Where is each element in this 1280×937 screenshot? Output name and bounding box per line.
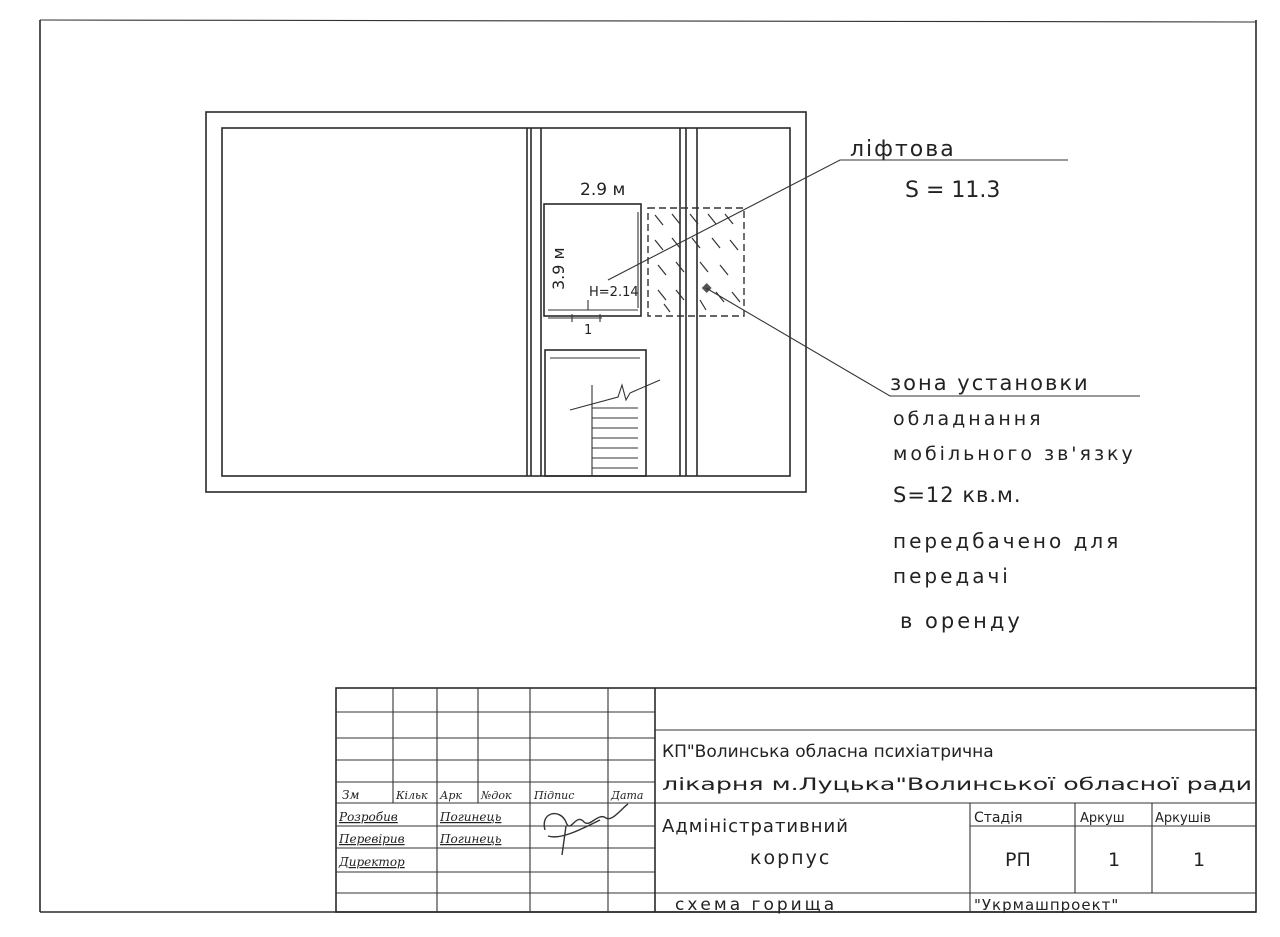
header-doc-number: №док bbox=[480, 789, 512, 802]
sheet-value: 1 bbox=[1108, 849, 1120, 871]
sheet-header: Аркуш bbox=[1080, 811, 1125, 826]
stage-header: Стадія bbox=[974, 810, 1023, 826]
signature-mark bbox=[543, 803, 629, 856]
header-change: Зм bbox=[342, 788, 359, 802]
object-line-2: корпус bbox=[750, 847, 831, 869]
elevator-shaft bbox=[543, 203, 642, 322]
zone-area: S=12 кв.м. bbox=[893, 483, 1022, 507]
role-developer: Розробив bbox=[338, 810, 398, 824]
organization-line-2: лікарня м.Луцька"Волинської обласної рад… bbox=[662, 775, 1252, 795]
zone-title: зона установки bbox=[890, 371, 1090, 395]
company-name: "Укрмашпроект" bbox=[974, 896, 1119, 914]
header-signature: Підпис bbox=[533, 789, 574, 802]
header-date: Дата bbox=[610, 789, 644, 802]
sheets-value: 1 bbox=[1193, 849, 1205, 871]
sheets-header: Аркушів bbox=[1155, 811, 1211, 826]
header-quantity: Кільк bbox=[395, 789, 428, 802]
object-line-1: Адміністративний bbox=[662, 816, 849, 837]
equipment-zone-hatch bbox=[647, 207, 745, 317]
drawing-name: схема горища bbox=[675, 895, 837, 915]
role-checker: Перевірив bbox=[338, 832, 405, 846]
elevator-length-label: 3.9 м bbox=[549, 247, 568, 290]
zone-line-7: в оренду bbox=[900, 609, 1023, 633]
elevator-room-label: ліфтова bbox=[850, 137, 956, 162]
name-checker: Погинець bbox=[439, 832, 501, 846]
elevator-width-label: 2.9 м bbox=[580, 180, 625, 200]
elevator-room-callout: ліфтова S = 11.3 bbox=[607, 137, 1068, 281]
organization-line-1: КП"Волинська обласна психіатрична bbox=[662, 742, 994, 762]
zone-line-2: обладнання bbox=[893, 408, 1044, 430]
name-developer: Погинець bbox=[439, 810, 501, 824]
zone-line-6: передачі bbox=[893, 564, 1011, 588]
door-height-label: H=2.14 bbox=[589, 285, 639, 300]
equipment-zone-callout: зона установки обладнання мобільного зв'… bbox=[705, 287, 1140, 633]
zone-line-3: мобільного зв'язку bbox=[893, 443, 1136, 465]
title-block: Зм Кільк Арк №док Підпис Дата Розробив П… bbox=[335, 687, 1257, 915]
zone-line-5: передбачено для bbox=[893, 529, 1121, 553]
staircase bbox=[544, 349, 661, 477]
role-director: Директор bbox=[338, 855, 405, 869]
door-mark-label: 1 bbox=[584, 323, 592, 338]
stage-value: РП bbox=[1005, 849, 1031, 871]
elevator-room-area: S = 11.3 bbox=[905, 178, 1000, 203]
header-sheet: Арк bbox=[439, 789, 462, 802]
floor-plan: 2.9 м 3.9 м H=2.14 1 bbox=[205, 111, 807, 493]
